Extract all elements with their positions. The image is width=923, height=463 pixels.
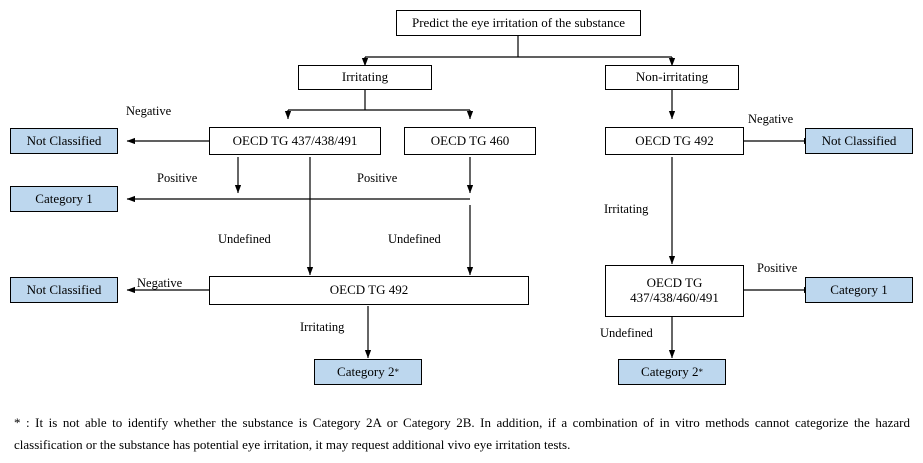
edge-label-negative-right-top: Negative [748, 112, 794, 126]
node-oecd-tg-437-438-491[interactable]: OECD TG 437/438/491 [209, 127, 381, 155]
edge-label-undefined-left: Undefined [218, 232, 271, 246]
edge-label-irritating-bottom-left: Irritating [300, 320, 345, 334]
edge-label-undefined-middle: Undefined [388, 232, 441, 246]
node-category-2-left-label: Category 2 [337, 363, 395, 379]
node-oecd-tg-460-label: OECD TG 460 [430, 132, 510, 148]
node-root-label: Predict the eye irritation of the substa… [412, 14, 625, 30]
node-not-classified-right-top[interactable]: Not Classified [805, 128, 913, 154]
node-irritating-label: Irritating [341, 69, 389, 85]
node-oecd-tg-437-438-460-491-line2: 437/438/460/491 [630, 290, 719, 305]
edge-label-positive-right: Positive [757, 261, 798, 275]
node-oecd-tg-437-438-491-label: OECD TG 437/438/491 [232, 132, 358, 148]
node-category-2-right-label: Category 2 [641, 363, 699, 379]
node-category-1-left[interactable]: Category 1 [10, 186, 118, 212]
node-oecd-tg-492-bottom[interactable]: OECD TG 492 [209, 276, 529, 305]
node-oecd-tg-492-bottom-label: OECD TG 492 [329, 282, 409, 298]
edge-label-positive-middle: Positive [357, 171, 398, 185]
node-not-classified-left-top[interactable]: Not Classified [10, 128, 118, 154]
node-irritating[interactable]: Irritating [298, 65, 432, 90]
node-category-2-right[interactable]: Category 2* [618, 359, 726, 385]
edge-label-irritating-right: Irritating [604, 202, 649, 216]
node-oecd-tg-437-438-460-491[interactable]: OECD TG 437/438/460/491 [605, 265, 744, 317]
edge-label-undefined-right: Undefined [600, 326, 653, 340]
node-root[interactable]: Predict the eye irritation of the substa… [396, 10, 641, 36]
node-oecd-tg-460[interactable]: OECD TG 460 [404, 127, 536, 155]
edge-label-negative-left-bottom: Negative [137, 276, 183, 290]
node-non-irritating-label: Non-irritating [635, 69, 709, 85]
node-not-classified-right-top-label: Not Classified [821, 132, 897, 148]
node-non-irritating[interactable]: Non-irritating [605, 65, 739, 90]
footnote-text: * : It is not able to identify whether t… [14, 415, 910, 453]
node-category-1-right[interactable]: Category 1 [805, 277, 913, 303]
edge-label-negative-left-top: Negative [126, 104, 172, 118]
node-category-1-right-label: Category 1 [830, 281, 888, 297]
node-oecd-tg-492-right-label: OECD TG 492 [635, 132, 714, 148]
node-not-classified-left-bottom[interactable]: Not Classified [10, 277, 118, 303]
edge-label-positive-left: Positive [157, 171, 198, 185]
node-category-2-left[interactable]: Category 2* [314, 359, 422, 385]
node-oecd-tg-437-438-460-491-line1: OECD TG [646, 275, 703, 291]
node-not-classified-left-bottom-label: Not Classified [26, 281, 102, 297]
node-not-classified-left-top-label: Not Classified [26, 132, 102, 148]
node-oecd-tg-492-right[interactable]: OECD TG 492 [605, 127, 744, 155]
node-category-1-left-label: Category 1 [35, 190, 93, 206]
